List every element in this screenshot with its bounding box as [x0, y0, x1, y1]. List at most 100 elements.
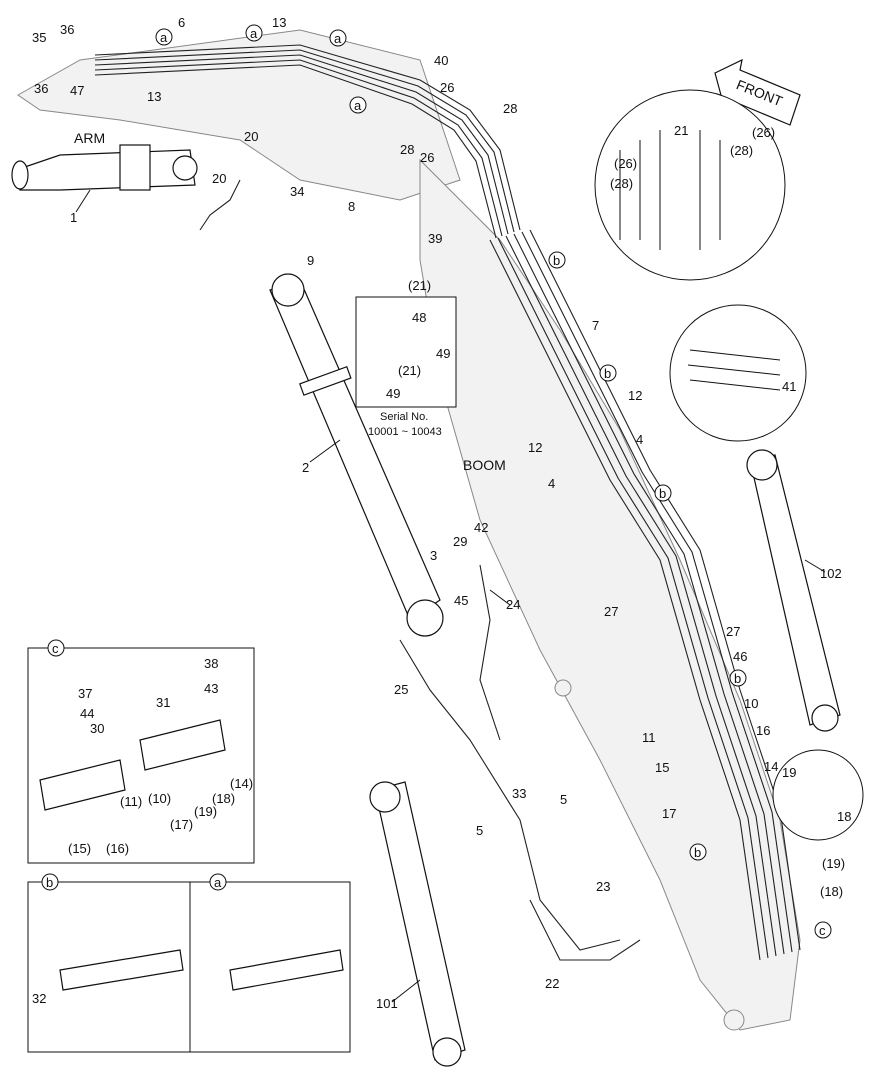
marker-b2: b	[604, 366, 611, 381]
callout-36b: 36	[34, 81, 48, 96]
detail-box-c: c	[27, 639, 255, 864]
callout-7: 7	[592, 318, 599, 333]
callout-p19b: (19)	[822, 856, 845, 871]
callout-p19: (19)	[194, 804, 217, 819]
callout-38: 38	[204, 656, 218, 671]
hose-bundle-arm	[94, 44, 521, 239]
callout-19: 19	[782, 765, 796, 780]
marker-a1: a	[160, 30, 168, 45]
callout-45: 45	[454, 593, 468, 608]
callout-21p2: (21)	[398, 363, 421, 378]
callout-4a: 4	[636, 432, 643, 447]
arm-cylinder	[11, 144, 198, 191]
cylinder-102	[746, 449, 841, 732]
callout-36a: 36	[60, 22, 74, 37]
callout-30: 30	[90, 721, 104, 736]
callout-5b: 5	[476, 823, 483, 838]
detail-box-b: b	[27, 873, 191, 1053]
callout-21: 21	[674, 123, 688, 138]
callout-39: 39	[428, 231, 442, 246]
callout-6: 6	[178, 15, 185, 30]
leader-lines	[75, 189, 826, 1003]
hoses-lower	[199, 179, 641, 961]
detail-circle-right-middle	[669, 304, 807, 442]
callout-20b: 20	[212, 171, 226, 186]
callout-p10: (10)	[148, 791, 171, 806]
callout-22: 22	[545, 976, 559, 991]
callout-p16: (16)	[106, 841, 129, 856]
callout-24: 24	[506, 597, 520, 612]
callout-33: 33	[512, 786, 526, 801]
callout-11: 11	[642, 730, 656, 745]
callout-28b: 28	[400, 142, 414, 157]
callouts: 1 2 3 4 4 5 5 6 7 8 9 10 11 12 12 13 13 …	[32, 15, 851, 1011]
callout-14: 14	[764, 759, 778, 774]
callout-12b: 12	[528, 440, 542, 455]
callout-3: 3	[430, 548, 437, 563]
serial-label: Serial No.	[380, 411, 428, 423]
callout-26p: (26)	[614, 156, 637, 171]
callout-16: 16	[756, 723, 770, 738]
callout-37: 37	[78, 686, 92, 701]
callout-p18: (18)	[212, 791, 235, 806]
detail-markers: a a a a b b b b b c	[155, 24, 832, 939]
marker-a3: a	[334, 31, 342, 46]
callout-8: 8	[348, 199, 355, 214]
hose-bundle-boom	[489, 229, 801, 961]
callout-17: 17	[662, 806, 676, 821]
arm-label: ARM	[74, 130, 105, 146]
detail-a-letter: a	[214, 875, 222, 890]
callout-32: 32	[32, 991, 46, 1006]
callout-102: 102	[820, 566, 842, 581]
callout-26b: 26	[420, 150, 434, 165]
detail-circle-upper-right	[594, 89, 786, 281]
callout-13a: 13	[272, 15, 286, 30]
callout-28p2: (28)	[730, 143, 753, 158]
callout-9: 9	[307, 253, 314, 268]
callout-15: 15	[655, 760, 669, 775]
callout-p17: (17)	[170, 817, 193, 832]
callout-1: 1	[70, 210, 77, 225]
callout-41: 41	[782, 379, 796, 394]
callout-101: 101	[376, 996, 398, 1011]
callout-49a: 49	[436, 346, 450, 361]
callout-10: 10	[744, 696, 758, 711]
callout-42: 42	[474, 520, 488, 535]
callout-40: 40	[434, 53, 448, 68]
detail-c-letter: c	[52, 641, 59, 656]
marker-b3: b	[659, 486, 666, 501]
boom-cylinder	[269, 273, 444, 637]
callout-27b: 27	[726, 624, 740, 639]
callout-29: 29	[453, 534, 467, 549]
callout-20a: 20	[244, 129, 258, 144]
detail-circle-right-lower	[772, 749, 864, 841]
callout-43: 43	[204, 681, 218, 696]
callout-47: 47	[70, 83, 84, 98]
callout-34: 34	[290, 184, 304, 199]
callout-44: 44	[80, 706, 94, 721]
marker-a2: a	[250, 26, 258, 41]
callout-28p: (28)	[610, 176, 633, 191]
boom-label: BOOM	[463, 457, 506, 473]
callout-21p: (21)	[408, 278, 431, 293]
detail-b-letter: b	[46, 875, 53, 890]
callout-28a: 28	[503, 101, 517, 116]
callout-13b: 13	[147, 89, 161, 104]
callout-2: 2	[302, 460, 309, 475]
callout-48: 48	[412, 310, 426, 325]
callout-p15: (15)	[68, 841, 91, 856]
callout-p18b: (18)	[820, 884, 843, 899]
callout-5a: 5	[560, 792, 567, 807]
serial-detail-box	[355, 296, 457, 408]
serial-range: 10001 ~ 10043	[368, 426, 442, 438]
callout-35: 35	[32, 30, 46, 45]
callout-12a: 12	[628, 388, 642, 403]
marker-a4: a	[354, 98, 362, 113]
callout-18: 18	[837, 809, 851, 824]
marker-b4: b	[734, 671, 741, 686]
callout-27a: 27	[604, 604, 618, 619]
callout-49b: 49	[386, 386, 400, 401]
callout-31: 31	[156, 695, 170, 710]
